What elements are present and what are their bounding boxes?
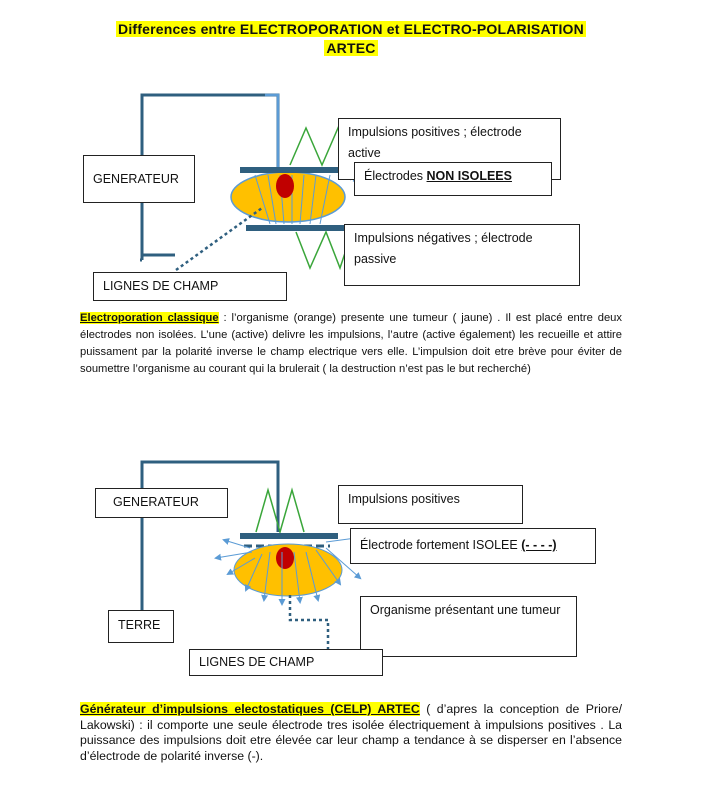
- electrodes-emphasis: NON ISOLEES: [426, 169, 512, 183]
- negative-pulses-label: Impulsions négatives ; électrode passive: [354, 231, 533, 266]
- artec-heading: Générateur d’impulsions electostatiques …: [80, 702, 420, 716]
- organism-box: Organisme présentant une tumeur: [360, 596, 577, 657]
- field-lines-box-1: LIGNES DE CHAMP: [93, 272, 287, 301]
- electroporation-text: : l’organisme (orange) presente une tume…: [80, 312, 623, 375]
- generator-wire-2: [140, 460, 280, 640]
- field-lines-label-2: LIGNES DE CHAMP: [199, 655, 315, 669]
- electropolarisation-diagram: [140, 460, 362, 650]
- artec-paragraph: Générateur d’impulsions electostatiques …: [80, 702, 622, 764]
- field-lines-2: [214, 535, 362, 606]
- tumor: [276, 174, 294, 198]
- field-lines-box-2: LIGNES DE CHAMP: [189, 649, 383, 676]
- generator-label-1: GENERATEUR: [93, 172, 179, 186]
- positive-pulses-label-1: Impulsions positives ; électrode active: [348, 125, 522, 160]
- earth-label: TERRE: [118, 618, 161, 632]
- page-title: Differences entre ELECTROPORATION et ELE…: [0, 20, 702, 58]
- electroporation-paragraph: Electroporation classique : l’organisme …: [80, 310, 622, 378]
- top-electrode: [240, 167, 342, 173]
- electrode-label-emphasis: (- - - -): [521, 538, 557, 552]
- electrodes-prefix: Électrodes: [364, 169, 427, 183]
- field-lines-pointer: [175, 206, 263, 272]
- organism-label: Organisme présentant une tumeur: [370, 603, 561, 617]
- electroporation-heading: Electroporation classique: [80, 312, 219, 324]
- generator-label-2: GENERATEUR: [113, 495, 199, 509]
- earth-box: TERRE: [108, 610, 174, 643]
- artec-text: ( d’apres la conception de Priore/ Lakow…: [80, 702, 622, 763]
- title-line-2: ARTEC: [324, 40, 378, 56]
- insulated-electrode: [240, 533, 338, 539]
- return-wire: [140, 253, 175, 262]
- bottom-electrode: [246, 225, 346, 231]
- insulated-electrode-box: Électrode fortement ISOLEE (- - - -): [350, 528, 596, 564]
- positive-pulses-box-2: Impulsions positives: [338, 485, 523, 524]
- field-lines-pointer-2: [288, 592, 330, 650]
- field-lines-label-1: LIGNES DE CHAMP: [103, 279, 219, 293]
- generator-box-2: GENERATEUR: [95, 488, 228, 518]
- generator-box-1: GENERATEUR: [83, 155, 195, 203]
- positive-pulses-label-2: Impulsions positives: [348, 492, 460, 506]
- electrode-label-prefix: Électrode fortement ISOLEE: [360, 538, 522, 552]
- title-line-1: Differences entre ELECTROPORATION et ELE…: [116, 21, 586, 37]
- positive-pulses-2: [255, 487, 305, 535]
- tumor-2: [276, 547, 294, 569]
- generator-wire-light: [265, 93, 280, 175]
- electrodes-box: Électrodes NON ISOLEES: [354, 162, 552, 196]
- electroporation-diagram: [140, 93, 363, 272]
- negative-pulses-box: Impulsions négatives ; électrode passive: [344, 224, 580, 286]
